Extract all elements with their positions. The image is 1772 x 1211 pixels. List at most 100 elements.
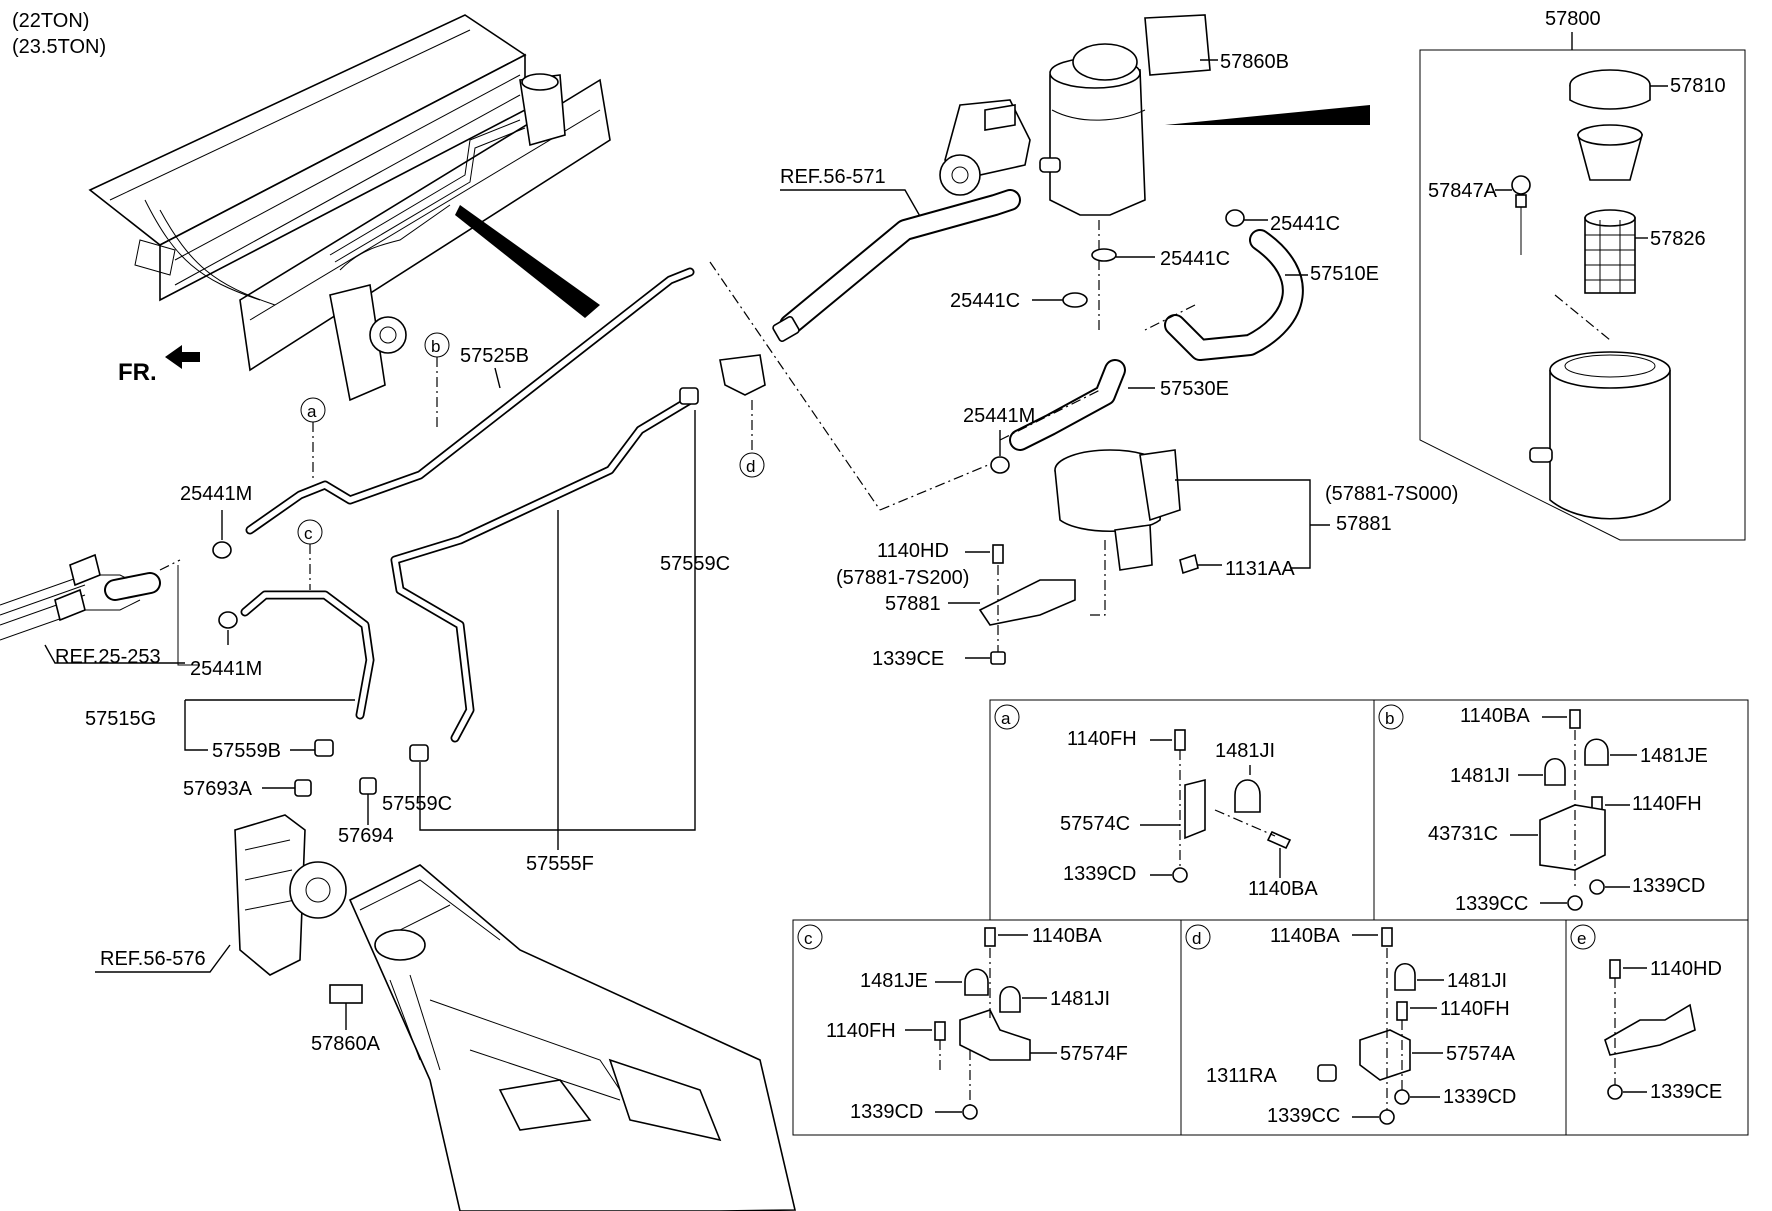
part-25441M-label-2: 25441M xyxy=(190,658,262,680)
detail-a-57574C-label: 57574C xyxy=(1060,813,1130,835)
bracket-43731c xyxy=(1539,804,1606,871)
detail-d-1481JI-label: 1481JI xyxy=(1447,970,1507,992)
hose-assembly-left xyxy=(0,553,200,666)
bolt-1140fh-d xyxy=(1396,1001,1408,1021)
part-57515G-label: 57515G xyxy=(85,708,156,730)
clip-1481ji-a xyxy=(1234,779,1261,813)
reservoir-detail-box xyxy=(1419,49,1746,541)
reservoir-exploded-view xyxy=(1511,69,1671,520)
clip-1481je-c xyxy=(964,968,989,996)
part-57693A-label: 57693A xyxy=(183,778,253,800)
nut-1339cd-c xyxy=(962,1104,978,1120)
svg-text:c: c xyxy=(304,524,313,543)
part-57510E-label: 57510E xyxy=(1310,263,1379,285)
part-57881-7S000-label: (57881-7S000) xyxy=(1325,483,1458,505)
part-57810-label: 57810 xyxy=(1670,75,1726,97)
detail-d-1339CC-label: 1339CC xyxy=(1267,1105,1340,1127)
bracket-57574a xyxy=(1359,1029,1411,1081)
part-57525B-label: 57525B xyxy=(460,345,529,367)
part-57800-label: 57800 xyxy=(1545,8,1601,30)
front-arrow-icon xyxy=(165,345,200,369)
part-25441M-label-3: 25441M xyxy=(963,405,1035,427)
detail-a-1481JI-label: 1481JI xyxy=(1215,740,1275,762)
detail-c-1481JE-label: 1481JE xyxy=(860,970,928,992)
svg-text:d: d xyxy=(746,457,755,476)
label-plate-57860a xyxy=(329,984,363,1004)
detail-d-57574A-label: 57574A xyxy=(1446,1043,1516,1065)
front-direction-label: FR. xyxy=(118,359,157,386)
tonnage-label-23-5: (23.5TON) xyxy=(12,36,106,58)
detail-b-1140BA-label: 1140BA xyxy=(1460,705,1530,727)
clamp-25441m-b xyxy=(218,611,238,629)
part-57881-label-a: 57881 xyxy=(1336,513,1392,535)
callout-d-marker xyxy=(739,452,765,478)
band-57860b xyxy=(1144,14,1211,76)
part-25441M-label-1: 25441M xyxy=(180,483,252,505)
nut-1339cd-d xyxy=(1394,1089,1410,1105)
detail-box-e xyxy=(1565,919,1749,1136)
clamp-25441c-b xyxy=(1091,248,1117,262)
detail-e-1339CE-label: 1339CE xyxy=(1650,1081,1722,1103)
wedge-pointer-icon xyxy=(1165,105,1370,125)
detail-b-43731C-label: 43731C xyxy=(1428,823,1498,845)
detail-c-marker: c xyxy=(804,929,813,948)
bracket-57881-lower xyxy=(978,579,1076,626)
part-1131AA-label: 1131AA xyxy=(1225,558,1295,580)
tonnage-label-22: (22TON) xyxy=(12,10,89,32)
detail-d-1339CD-label: 1339CD xyxy=(1443,1086,1516,1108)
part-1140HD-label: 1140HD xyxy=(877,540,949,562)
part-57860A-label: 57860A xyxy=(311,1033,381,1055)
clamp-25441m-c xyxy=(990,456,1010,474)
svg-text:a: a xyxy=(307,402,317,421)
reservoir-bracket-57881 xyxy=(1054,449,1181,571)
clamp-25441c-a xyxy=(1225,209,1245,227)
hose-end-fitting xyxy=(772,316,800,342)
clip-1481ji-c xyxy=(999,985,1021,1013)
bolt-1140hd-e xyxy=(1609,959,1621,979)
bolt-1140hd xyxy=(992,544,1004,564)
bracket-57574c xyxy=(1184,778,1206,840)
clip-1481je-b xyxy=(1584,738,1609,766)
detail-d-1311RA-label: 1311RA xyxy=(1206,1065,1277,1087)
bracket-d xyxy=(719,354,766,396)
reservoir-57800-center xyxy=(1039,43,1146,216)
clamp-25441c-c xyxy=(1062,292,1088,308)
detail-e-marker: e xyxy=(1577,929,1586,948)
part-57555F-label: 57555F xyxy=(526,853,594,875)
detail-c-57574F-label: 57574F xyxy=(1060,1043,1128,1065)
detail-a-1140FH-label: 1140FH xyxy=(1067,728,1137,750)
bracket-57574f xyxy=(959,1009,1031,1061)
detail-b-1339CD-label: 1339CD xyxy=(1632,875,1705,897)
bolt-1131aa xyxy=(1179,553,1199,575)
part-57559B-label: 57559B xyxy=(212,740,281,762)
svg-text:b: b xyxy=(431,337,440,356)
bolt-1140ba-b xyxy=(1569,709,1581,729)
detail-c-1481JI-label: 1481JI xyxy=(1050,988,1110,1010)
nut-1339cd-b xyxy=(1589,879,1605,895)
nut-1311ra xyxy=(1317,1064,1337,1082)
detail-b-1481JI-label: 1481JI xyxy=(1450,765,1510,787)
steering-gear-box xyxy=(234,814,347,976)
detail-a-marker: a xyxy=(1001,709,1011,728)
bolt-1140fh-c xyxy=(934,1021,946,1041)
fitting-57693a xyxy=(294,779,312,797)
detail-c-1140BA-label: 1140BA xyxy=(1032,925,1102,947)
part-57694-label: 57694 xyxy=(338,825,394,847)
ref-25-253-label: REF.25-253 xyxy=(55,646,161,668)
part-57826-label: 57826 xyxy=(1650,228,1706,250)
pump-upper-illustration xyxy=(939,99,1031,196)
bolt-1140fh-a xyxy=(1174,729,1186,751)
nut-1339cd-a xyxy=(1172,867,1188,883)
nut-57559c-lower xyxy=(409,744,429,762)
part-57881-7S200-label: (57881-7S200) xyxy=(836,567,969,589)
clamp-25441m-a xyxy=(212,541,232,559)
detail-d-1140BA-label: 1140BA xyxy=(1270,925,1340,947)
clip-1481ji-b xyxy=(1544,757,1566,786)
part-25441C-label-3: 25441C xyxy=(950,290,1020,312)
nut-1339ce-e xyxy=(1607,1084,1623,1100)
clip-1481ji-d xyxy=(1394,962,1416,991)
fitting-57694 xyxy=(359,777,377,795)
bolt-1140ba-c xyxy=(984,927,996,947)
chassis-frame-illustration xyxy=(88,14,611,402)
